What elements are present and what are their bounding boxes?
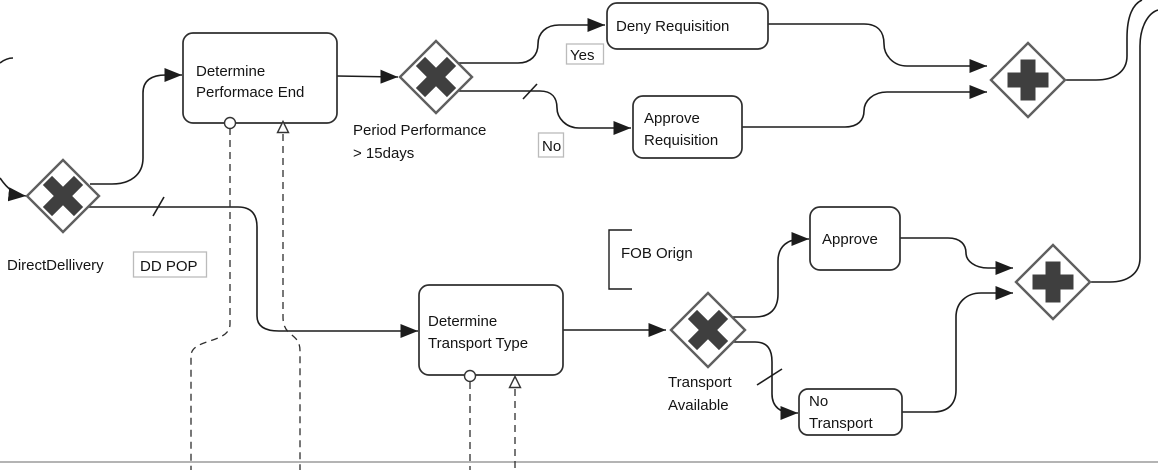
task-no-transport-box[interactable] <box>798 388 903 436</box>
gateway-period-performance-label-line2: > 15days <box>353 145 414 162</box>
flow-direct-delivery-to-determine-performance-end[interactable] <box>90 67 182 185</box>
task-determine-performance-end[interactable]: Determine Performace End <box>182 32 338 134</box>
association-target-triangle-icon <box>276 119 290 134</box>
flow-label-yes-text: Yes <box>570 47 594 64</box>
data-association-performance-end-out[interactable] <box>190 128 231 470</box>
task-approve-line1: Approve <box>822 231 878 248</box>
flow-transport-available-to-no-transport[interactable] <box>731 341 798 421</box>
task-approve-requisition-line1: Approve <box>644 110 700 127</box>
gateway-transport-available[interactable] <box>669 291 747 369</box>
flow-label-yes[interactable]: Yes <box>565 43 605 65</box>
task-approve[interactable]: Approve <box>809 206 901 271</box>
association-target-triangle-icon <box>508 374 522 389</box>
flow-label-dd-pop-text: DD POP <box>140 258 198 275</box>
gateway-period-performance[interactable] <box>398 39 474 115</box>
plus-gateway-icon <box>1007 59 1049 101</box>
task-no-transport[interactable]: No Transport <box>798 388 903 436</box>
x-gateway-icon <box>415 56 457 98</box>
flow-no-transport-to-merge-transport[interactable] <box>902 285 1013 413</box>
flow-merge-requisition-out[interactable] <box>1066 0 1143 81</box>
flow-label-no[interactable]: No <box>537 132 565 158</box>
gateway-transport-available-label-line1: Transport <box>668 374 732 391</box>
gateway-merge-transport[interactable] <box>1014 243 1092 321</box>
annotation-bracket-icon <box>608 229 632 290</box>
flow-label-yes-box[interactable] <box>565 43 605 65</box>
gateway-merge-requisition[interactable] <box>989 41 1067 119</box>
task-approve-requisition-box[interactable] <box>632 95 743 159</box>
task-approve-box[interactable] <box>809 206 901 271</box>
task-determine-performance-end-line2: Performace End <box>196 84 304 101</box>
task-determine-performance-end-line1: Determine <box>196 63 265 80</box>
flow-into-direct-delivery[interactable] <box>0 177 27 202</box>
flow-performance-end-to-gateway[interactable] <box>336 69 399 84</box>
association-source-dot-icon <box>223 116 237 130</box>
task-deny-requisition[interactable]: Deny Requisition <box>606 2 769 50</box>
gateway-direct-delivery-label: DirectDellivery <box>7 257 104 274</box>
flow-deny-to-merge[interactable] <box>768 23 987 74</box>
task-determine-transport-type-line2: Transport Type <box>428 335 528 352</box>
task-approve-requisition[interactable]: Approve Requisition <box>632 95 743 159</box>
task-determine-transport-type-box[interactable] <box>418 284 564 376</box>
flow-approve-to-merge-transport[interactable] <box>900 237 1013 276</box>
gateway-period-performance-label-line1: Period Performance <box>353 122 486 139</box>
text-annotation-fob-origin[interactable]: FOB Orign <box>608 229 693 290</box>
flow-label-dd-pop-box[interactable] <box>132 251 208 278</box>
flow-fragment-top-left[interactable] <box>0 57 14 64</box>
task-approve-requisition-line2: Requisition <box>644 132 718 149</box>
task-deny-requisition-box[interactable] <box>606 2 769 50</box>
task-no-transport-line1: No <box>809 393 828 410</box>
gateway-transport-available-label-line2: Available <box>668 397 729 414</box>
default-flow-marker-period-performance <box>522 83 538 100</box>
text-annotation-fob-origin-text: FOB Orign <box>621 245 693 262</box>
association-source-dot-icon <box>463 369 477 383</box>
flow-direct-delivery-to-determine-transport-type[interactable] <box>88 206 418 339</box>
task-deny-requisition-line1: Deny Requisition <box>616 18 729 35</box>
task-determine-transport-type[interactable]: Determine Transport Type <box>418 284 564 389</box>
data-association-performance-end-in[interactable] <box>282 134 301 470</box>
plus-gateway-icon <box>1032 261 1074 303</box>
task-determine-performance-end-box[interactable] <box>182 32 338 124</box>
flow-label-dd-pop[interactable]: DD POP <box>132 251 208 278</box>
flow-label-no-box[interactable] <box>537 132 565 158</box>
x-gateway-icon <box>687 309 729 351</box>
default-flow-marker-direct-delivery <box>152 196 165 217</box>
task-no-transport-line2: Transport <box>809 415 873 432</box>
flow-transport-available-to-approve[interactable] <box>731 231 809 318</box>
flow-approve-requisition-to-merge[interactable] <box>742 84 987 128</box>
flow-merge-transport-out[interactable] <box>1091 9 1158 283</box>
default-flow-marker-transport-available <box>756 368 783 386</box>
gateway-direct-delivery[interactable] <box>25 158 101 234</box>
flow-label-no-text: No <box>542 138 561 155</box>
flow-no-to-approve-requisition[interactable] <box>458 90 631 136</box>
x-gateway-icon <box>42 175 84 217</box>
task-determine-transport-type-line1: Determine <box>428 313 497 330</box>
flow-yes-to-deny-requisition[interactable] <box>458 17 605 64</box>
